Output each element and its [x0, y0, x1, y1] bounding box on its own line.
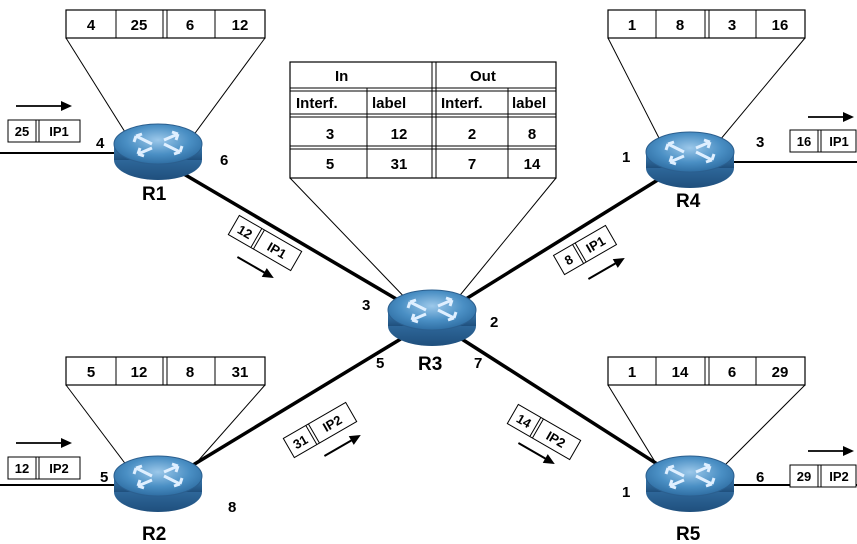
r3-port-5: 5	[376, 355, 384, 372]
r3-row1-out-interface: 2	[468, 126, 476, 143]
r3-row2-out-interface: 7	[468, 156, 476, 173]
r5-port-6: 6	[756, 469, 764, 486]
r3-row2-in-interface: 5	[326, 156, 334, 173]
link-packet-r1-r3-label: 12	[235, 222, 255, 242]
r1-port-6: 6	[220, 152, 228, 169]
r4-out-label: 16	[772, 17, 789, 34]
callout-lines	[65, 37, 806, 471]
arrow-icon	[348, 435, 361, 445]
link-packet-r2-r3: 31 IP2	[282, 401, 361, 459]
r5-in-interface: 1	[628, 364, 636, 381]
r3-out-label-header: label	[512, 95, 546, 112]
router-r5-name: R5	[676, 524, 701, 544]
r4-packet-ip: IP1	[829, 134, 849, 149]
label-table-r3: In Out Interf. label Interf. label 3 12 …	[289, 61, 557, 179]
arrow-right-icon	[61, 101, 72, 111]
link-packet-r3-r5: 14 IP2	[506, 403, 582, 464]
r3-out-interf-header: Interf.	[441, 95, 483, 112]
r3-in-interf-header: Interf.	[296, 95, 338, 112]
label-table-r5: 1 14 6 29	[607, 356, 806, 386]
r1-packet-ip: IP1	[49, 124, 69, 139]
links	[0, 152, 857, 487]
arrow-icon	[542, 454, 555, 464]
link-packet-r2-r3-label: 31	[290, 432, 310, 452]
label-table-r2: 5 12 8 31	[65, 356, 266, 386]
r3-port-3: 3	[362, 297, 370, 314]
r4-in-interface: 1	[628, 17, 636, 34]
router-r1	[112, 122, 204, 182]
router-r4-name: R4	[676, 191, 701, 212]
ingress-packet-r2: 12 IP2	[7, 438, 81, 480]
r2-in-label: 12	[131, 364, 148, 381]
r3-row1-out-label: 8	[528, 126, 536, 143]
link-packet-r1-r3: 12 IP1	[227, 214, 303, 278]
router-r3-name: R3	[418, 354, 442, 375]
r5-out-label: 29	[772, 364, 789, 381]
r5-out-interface: 6	[728, 364, 736, 381]
r1-out-interface: 6	[186, 17, 194, 34]
r1-in-interface: 4	[87, 17, 96, 34]
r3-row1-in-label: 12	[391, 126, 408, 143]
r5-in-label: 14	[672, 364, 689, 381]
r2-packet-label: 12	[15, 461, 29, 476]
egress-packet-r4: 16 IP1	[789, 112, 857, 153]
r3-in-label-header: label	[372, 95, 406, 112]
r5-port-1: 1	[622, 484, 630, 501]
r3-port-7: 7	[474, 355, 482, 372]
r1-port-4: 4	[96, 135, 105, 152]
r1-packet-label: 25	[15, 124, 29, 139]
r3-row1-in-interface: 3	[326, 126, 334, 143]
r2-port-8: 8	[228, 499, 236, 516]
link-r1-r3	[159, 158, 433, 322]
r1-in-label: 25	[131, 17, 148, 34]
arrow-right-icon	[843, 446, 854, 456]
r4-port-1: 1	[622, 149, 630, 166]
r1-out-label: 12	[232, 17, 249, 34]
r3-port-2: 2	[490, 314, 498, 331]
ingress-packet-r1: 25 IP1	[7, 101, 81, 143]
arrow-icon	[261, 268, 274, 278]
router-r5	[644, 454, 736, 514]
link-r2-r3	[159, 318, 433, 487]
router-r3	[386, 288, 478, 348]
r4-packet-label: 16	[797, 134, 811, 149]
r2-port-5: 5	[100, 469, 108, 486]
r4-port-3: 3	[756, 134, 764, 151]
link-packet-r3-r4: 8 IP1	[552, 224, 625, 280]
router-r4	[644, 130, 736, 190]
r4-out-interface: 3	[728, 17, 736, 34]
r5-packet-label: 29	[797, 469, 811, 484]
r4-in-label: 8	[676, 17, 684, 34]
link-r4-r3	[431, 158, 691, 322]
label-table-r4: 1 8 3 16	[607, 9, 806, 39]
r3-row2-in-label: 31	[391, 156, 408, 173]
arrow-icon	[612, 258, 625, 268]
router-r1-name: R1	[142, 184, 167, 205]
r3-in-header: In	[335, 68, 348, 85]
label-table-r1: 4 25 6 12	[65, 9, 266, 39]
r5-packet-ip: IP2	[829, 469, 849, 484]
r3-out-header: Out	[470, 68, 496, 85]
r2-out-label: 31	[232, 364, 249, 381]
egress-packet-r5: 29 IP2	[789, 446, 857, 488]
arrow-right-icon	[843, 112, 854, 122]
r2-out-interface: 8	[186, 364, 194, 381]
arrow-right-icon	[61, 438, 72, 448]
link-r5-r3	[431, 318, 691, 487]
r3-row2-out-label: 14	[524, 156, 541, 173]
r2-in-interface: 5	[87, 364, 95, 381]
router-r2	[112, 454, 204, 514]
r2-packet-ip: IP2	[49, 461, 69, 476]
router-r2-name: R2	[142, 524, 166, 544]
